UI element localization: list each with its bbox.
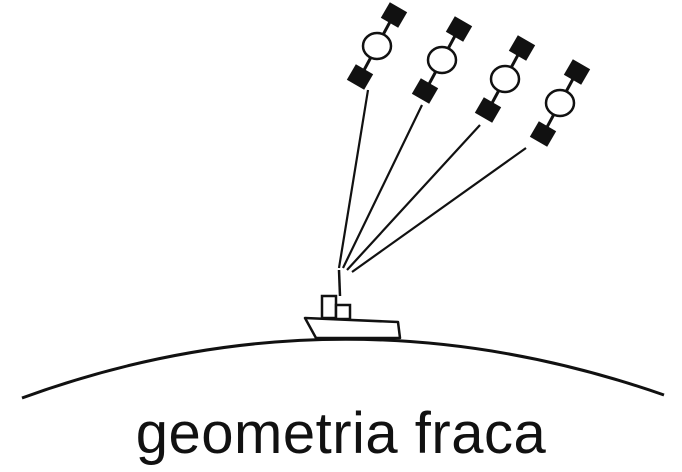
signal-ray-4 xyxy=(352,148,526,272)
signal-ray-1 xyxy=(339,90,368,268)
satellite-icon xyxy=(347,2,407,90)
satellite-icon xyxy=(412,16,472,104)
diagram-caption: geometria fraca xyxy=(0,400,682,468)
satellite-icon xyxy=(475,35,535,123)
ship-icon xyxy=(305,270,400,338)
signal-rays xyxy=(339,90,526,272)
signal-ray-3 xyxy=(347,125,480,270)
signal-ray-2 xyxy=(343,105,422,268)
satellite-icon xyxy=(530,59,590,147)
earth-horizon-curve xyxy=(22,339,664,398)
